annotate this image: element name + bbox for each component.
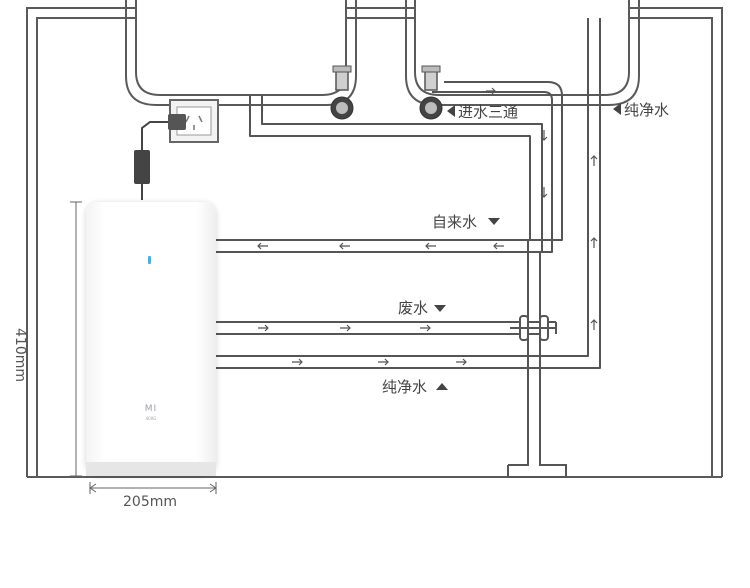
waste-drop-top xyxy=(527,240,541,322)
device-model-label: 400G xyxy=(145,416,157,421)
pipes xyxy=(216,18,601,465)
drain-pipe-inner xyxy=(261,95,543,252)
label-pure-water-top: 纯净水 xyxy=(624,101,670,119)
power-cord xyxy=(134,114,186,200)
cabinet-inner-wall xyxy=(36,17,713,477)
dimension-width-label: 205mm xyxy=(123,494,177,510)
led-indicator-icon xyxy=(148,256,151,264)
dimension-height-label: 410mm xyxy=(12,328,28,382)
sink-right xyxy=(414,0,630,96)
device-brand-logo: MI xyxy=(144,404,158,414)
triangle-down-icon xyxy=(434,305,446,312)
arrow-icon xyxy=(257,87,598,366)
waste-valves xyxy=(510,315,557,341)
sink-right-inner xyxy=(405,0,640,106)
tap-water-pipe-outer xyxy=(216,91,553,253)
water-purifier-device xyxy=(86,202,216,476)
triangle-down-icon xyxy=(488,218,500,225)
sink-left-inner xyxy=(125,0,357,106)
pure-water-pipe-outer xyxy=(216,18,601,369)
cabinet-outer-wall xyxy=(26,7,723,477)
triangle-left-icon xyxy=(447,105,455,117)
label-waste-water: 废水 xyxy=(398,299,429,317)
valve-right xyxy=(419,65,443,120)
sinks xyxy=(125,0,640,106)
label-pure-water-bottom: 纯净水 xyxy=(382,378,428,396)
tap-water-pipe-inner xyxy=(216,81,563,241)
dimension-height xyxy=(70,201,82,477)
sink-left xyxy=(135,0,347,96)
triangle-up-icon xyxy=(436,383,448,390)
label-inlet-tee: 进水三通 xyxy=(458,103,519,121)
valve-left xyxy=(330,65,354,120)
label-tap-water: 自来水 xyxy=(432,213,478,231)
triangle-left-icon xyxy=(613,103,621,115)
drain-pipe-outer xyxy=(249,95,531,240)
dimension-width xyxy=(89,482,217,494)
cabinet xyxy=(26,7,723,478)
floor-drain xyxy=(507,458,567,478)
pure-water-pipe-inner xyxy=(216,18,589,357)
